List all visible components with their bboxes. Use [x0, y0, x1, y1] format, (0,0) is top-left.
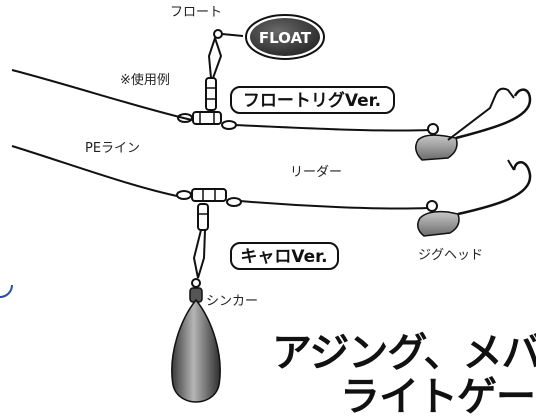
headline-line1: アジング、メバリ: [272, 330, 536, 376]
float-label: フロート: [170, 5, 222, 20]
float-rig-text: フロートリグVer.: [243, 90, 381, 111]
leader-line-lower: [239, 200, 429, 210]
pe-line-lower: [11, 145, 178, 197]
swivel-upper: [177, 111, 237, 130]
jig-head-upper: [415, 87, 532, 161]
pe-line-upper: [11, 69, 193, 121]
float-badge-text: FLOAT: [259, 29, 312, 47]
sinker-snap: [191, 203, 209, 288]
float-icon: FLOAT: [245, 14, 325, 60]
carolina-rig-badge: キャロVer.: [230, 242, 339, 270]
jig-head-label: ジグヘッド: [418, 248, 483, 263]
pe-line-label: PEライン: [85, 141, 140, 156]
sinker-label: シンカー: [206, 294, 258, 309]
float-snap: [205, 29, 244, 111]
leader-line-upper: [234, 124, 431, 132]
float-rig-badge: フロートリグVer.: [230, 86, 395, 114]
usage-example-label: ※使用例: [120, 72, 170, 88]
leader-label: リーダー: [290, 165, 342, 180]
swivel-lower: [176, 188, 242, 207]
sinker-icon: [171, 287, 221, 403]
carolina-rig-text: キャロVer.: [240, 247, 327, 267]
jig-head-lower: [417, 159, 532, 237]
partial-circle-icon: [0, 284, 13, 298]
headline-line2: ライトゲーム: [340, 374, 536, 419]
